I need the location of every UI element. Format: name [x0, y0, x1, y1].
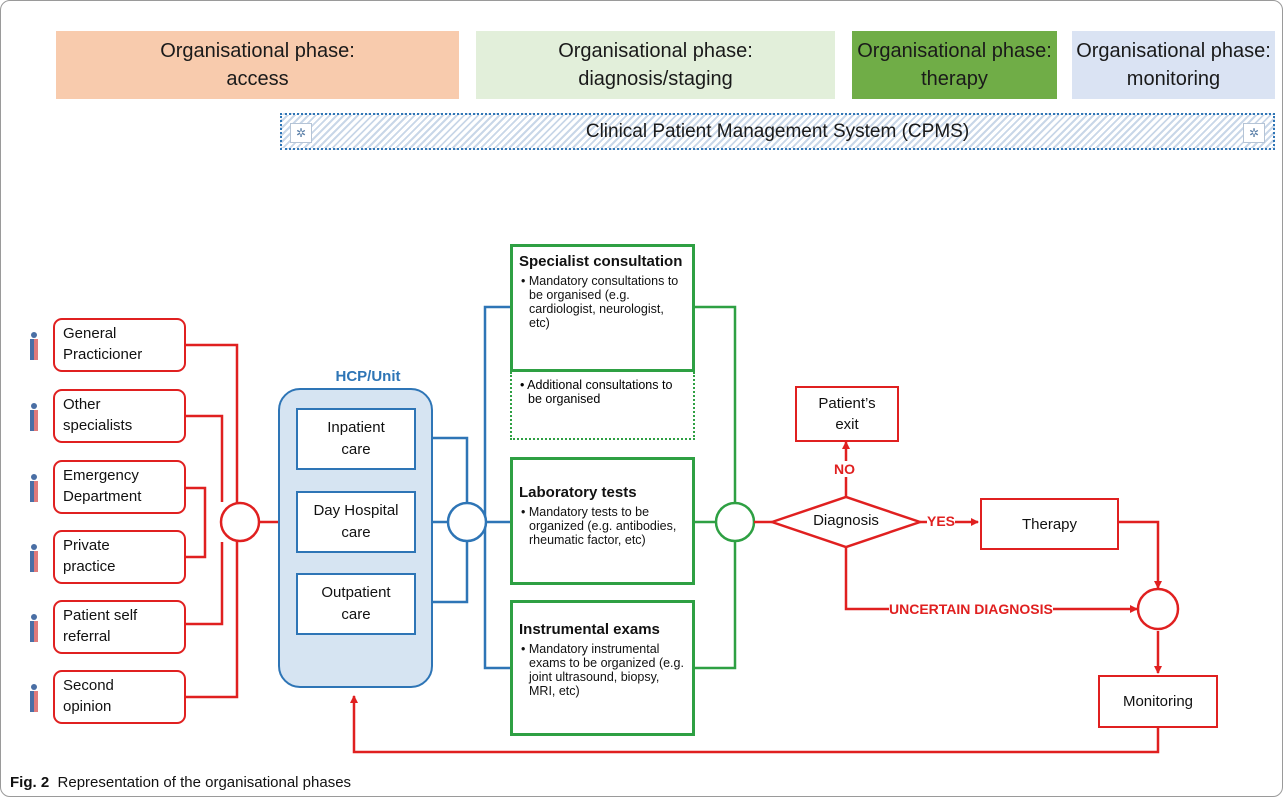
patient-exit-box: Patient’s exit	[795, 386, 899, 442]
instrumental-exams-title: Instrumental exams	[519, 621, 660, 638]
unit-outpatient-care: Outpatient care	[296, 573, 416, 635]
phase-access: Organisational phase: access	[56, 31, 459, 99]
person-icon	[30, 403, 38, 431]
diagnosis-label: Diagnosis	[813, 512, 879, 529]
phase-diagnosis-label: Organisational phase: diagnosis/staging	[558, 40, 753, 90]
instrumental-exams-item: • Mandatory instrumental exams to be org…	[521, 642, 684, 698]
figure-caption: Fig. 2 Representation of the organisatio…	[10, 774, 351, 791]
specialist-consultation-box: Specialist consultation • Mandatory cons…	[510, 244, 695, 372]
person-icon	[30, 614, 38, 642]
person-icon	[30, 332, 38, 360]
laboratory-tests-box: Laboratory tests • Mandatory tests to be…	[510, 457, 695, 585]
person-icon	[30, 474, 38, 502]
unit-inpatient-care: Inpatient care	[296, 408, 416, 470]
instrumental-exams-box: Instrumental exams • Mandatory instrumen…	[510, 600, 695, 736]
cpms-gear-icon: ✲	[290, 123, 312, 143]
merge-circle-tests	[714, 501, 756, 543]
phase-monitoring: Organisational phase: monitoring	[1072, 31, 1275, 99]
person-icon	[30, 544, 38, 572]
phase-access-label: Organisational phase: access	[160, 40, 355, 90]
additional-consultations-item: • Additional consultations to be organis…	[520, 378, 673, 406]
source-general-practicioner: General Practicioner	[53, 318, 186, 372]
cpms-label: Clinical Patient Management System (CPMS…	[585, 120, 970, 142]
merge-circle-unit	[446, 501, 488, 543]
figure-caption-label: Fig. 2	[10, 774, 50, 791]
phase-therapy: Organisational phase: therapy	[852, 31, 1057, 99]
specialist-consultation-title: Specialist consultation	[519, 253, 683, 270]
phase-diagnosis-staging: Organisational phase: diagnosis/staging	[476, 31, 835, 99]
phase-monitoring-label: Organisational phase: monitoring	[1076, 40, 1271, 90]
laboratory-tests-title: Laboratory tests	[519, 484, 637, 501]
merge-circle-monitoring	[1136, 587, 1180, 631]
cpms-gear-icon: ✲	[1243, 123, 1265, 143]
phase-therapy-label: Organisational phase: therapy	[857, 40, 1052, 90]
additional-consultations-box: • Additional consultations to be organis…	[510, 372, 695, 440]
person-icon	[30, 684, 38, 712]
source-second-opinion: Second opinion	[53, 670, 186, 724]
source-emergency-department: Emergency Department	[53, 460, 186, 514]
unit-day-hospital-care: Day Hospital care	[296, 491, 416, 553]
source-other-specialists: Other specialists	[53, 389, 186, 443]
therapy-box: Therapy	[980, 498, 1119, 550]
cpms-bar: ✲ Clinical Patient Management System (CP…	[280, 113, 1275, 150]
merge-circle-access	[219, 501, 261, 543]
monitoring-box: Monitoring	[1098, 675, 1218, 728]
specialist-consultation-item: • Mandatory consultations to be organise…	[521, 274, 679, 330]
source-private-practice: Private practice	[53, 530, 186, 584]
yes-label: YES	[927, 513, 956, 529]
source-patient-self-referral: Patient self referral	[53, 600, 186, 654]
laboratory-tests-item: • Mandatory tests to be organized (e.g. …	[521, 505, 677, 547]
no-label: NO	[834, 461, 855, 477]
hcp-unit-title: HCP/Unit	[335, 368, 401, 385]
uncertain-diagnosis-label: UNCERTAIN DIAGNOSIS	[889, 601, 1053, 617]
figure-caption-text: Representation of the organisational pha…	[57, 774, 352, 791]
